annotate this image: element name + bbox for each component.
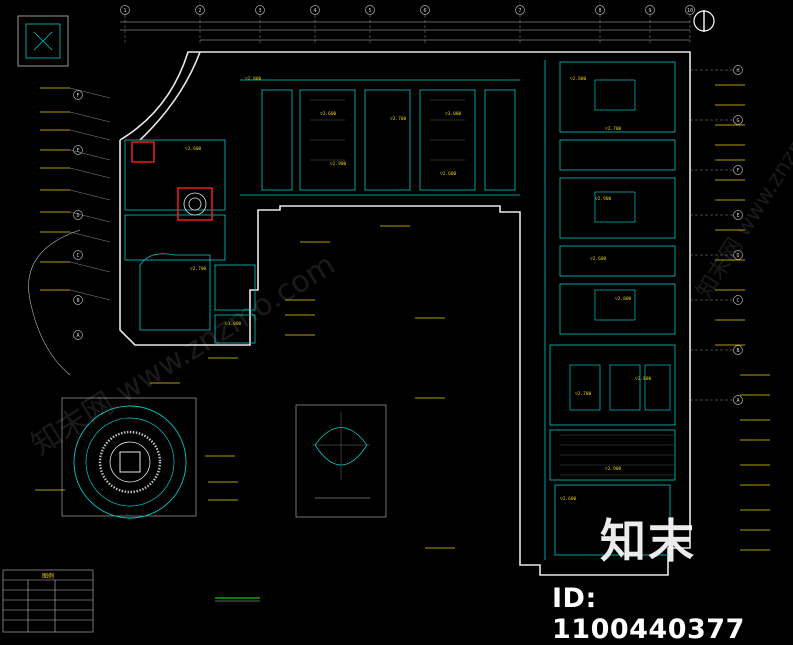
axis-marker-top: 2 <box>195 5 205 15</box>
axis-marker-top: 9 <box>645 5 655 15</box>
axis-label: D <box>736 253 739 259</box>
highlight-boxes <box>131 141 213 221</box>
axis-marker-right: A <box>733 395 743 405</box>
ceiling-elevation-label: ▽2.800 <box>245 76 262 82</box>
column-detail <box>17 15 69 67</box>
ceiling-elevation-label: ▽2.800 <box>615 296 632 302</box>
axis-label: 6 <box>423 8 426 14</box>
ceiling-elevation-label: ▽2.800 <box>570 76 587 82</box>
axis-label: D <box>76 213 79 219</box>
axis-marker-top: 1 <box>120 5 130 15</box>
ceiling-elevation-label: ▽2.700 <box>575 391 592 397</box>
ceiling-elevation-label: ▽3.000 <box>225 321 242 327</box>
axis-marker-right: H <box>733 65 743 75</box>
top-axis-markers: 1 2 3 4 5 6 7 8 9 10 <box>120 5 695 45</box>
axis-label: 4 <box>313 8 316 14</box>
axis-marker-left: B <box>73 295 83 305</box>
left-wing-partitions <box>124 139 256 344</box>
right-wing-fixtures <box>569 79 671 411</box>
axis-marker-right: E <box>733 210 743 220</box>
axis-label: 10 <box>687 8 693 14</box>
axis-marker-left: E <box>73 145 83 155</box>
axis-label: 8 <box>598 8 601 14</box>
right-wing-partitions <box>544 60 676 560</box>
ceiling-elevation-label: ▽2.900 <box>595 196 612 202</box>
ceiling-elevation-label: ▽3.000 <box>445 111 462 117</box>
axis-label: F <box>736 168 739 174</box>
ceiling-elevation-label: ▽2.700 <box>190 266 207 272</box>
watermark-id: ID: 1100440377 <box>552 583 745 645</box>
ceiling-elevation-label: ▽2.600 <box>440 171 457 177</box>
axis-marker-left: D <box>73 210 83 220</box>
axis-label: E <box>736 213 739 219</box>
axis-marker-top: 4 <box>310 5 320 15</box>
right-axis-markers: H G F E D C B A <box>690 65 743 405</box>
axis-marker-top: 6 <box>420 5 430 15</box>
ceiling-elevation-label: ▽2.700 <box>390 116 407 122</box>
axis-label: A <box>736 398 739 404</box>
axis-marker-top: 10 <box>685 5 695 15</box>
axis-label: H <box>736 68 739 74</box>
axis-label: G <box>736 118 739 124</box>
axis-label: 1 <box>123 8 126 14</box>
axis-marker-top: 8 <box>595 5 605 15</box>
axis-marker-right: G <box>733 115 743 125</box>
axis-marker-top: 3 <box>255 5 265 15</box>
ceiling-elevation-labels: ▽2.800 ▽2.600 ▽2.700 ▽3.000 ▽2.900 ▽2.600 ▽2.8… <box>185 76 652 502</box>
axis-label: 7 <box>518 8 521 14</box>
oval-ceiling-detail <box>295 404 387 518</box>
ceiling-elevation-label: ▽2.900 <box>605 466 622 472</box>
right-wing-ceiling-grid <box>560 434 675 476</box>
axis-marker-top: 5 <box>365 5 375 15</box>
axis-label: C <box>76 253 79 259</box>
ceiling-elevation-label: ▽2.900 <box>330 161 347 167</box>
annotation-callouts <box>35 84 770 551</box>
axis-marker-top: 7 <box>515 5 525 15</box>
north-arrow-icon <box>693 10 715 32</box>
axis-label: F <box>76 93 79 99</box>
axis-marker-right: B <box>733 345 743 355</box>
axis-marker-right: F <box>733 165 743 175</box>
ceiling-elevation-label: ▽2.600 <box>560 496 577 502</box>
watermark-logo: 知末 <box>600 514 696 568</box>
axis-marker-left: A <box>73 330 83 340</box>
axis-label: B <box>736 348 739 354</box>
axis-marker-right: D <box>733 250 743 260</box>
axis-marker-left: C <box>73 250 83 260</box>
axis-label: C <box>736 298 739 304</box>
top-wing-partitions <box>240 79 520 196</box>
top-dimension-lines <box>120 21 690 41</box>
ceiling-elevation-label: ▽2.600 <box>185 146 202 152</box>
ceiling-elevation-label: ▽2.600 <box>320 111 337 117</box>
building-walls <box>119 51 691 576</box>
circular-ceiling-detail <box>61 397 197 519</box>
left-axis-markers: F E D C B A <box>73 90 83 340</box>
axis-label: 5 <box>368 8 371 14</box>
axis-label: A <box>76 333 79 339</box>
scale-bar <box>215 597 260 602</box>
axis-label: E <box>76 148 79 154</box>
legend-title: 图例 <box>42 572 54 580</box>
ceiling-elevation-label: ▽2.700 <box>605 126 622 132</box>
legend-table <box>2 569 94 633</box>
axis-marker-right: C <box>733 295 743 305</box>
site-boundary <box>28 229 81 376</box>
feature-lamp <box>183 192 207 216</box>
axis-label: 9 <box>648 8 651 14</box>
axis-marker-left: F <box>73 90 83 100</box>
axis-label: 3 <box>258 8 261 14</box>
ceiling-elevation-label: ▽2.600 <box>590 256 607 262</box>
axis-label: B <box>76 298 79 304</box>
axis-label: 2 <box>198 8 201 14</box>
top-wing-ceiling-grid <box>310 99 465 161</box>
ceiling-elevation-label: ▽2.800 <box>635 376 652 382</box>
